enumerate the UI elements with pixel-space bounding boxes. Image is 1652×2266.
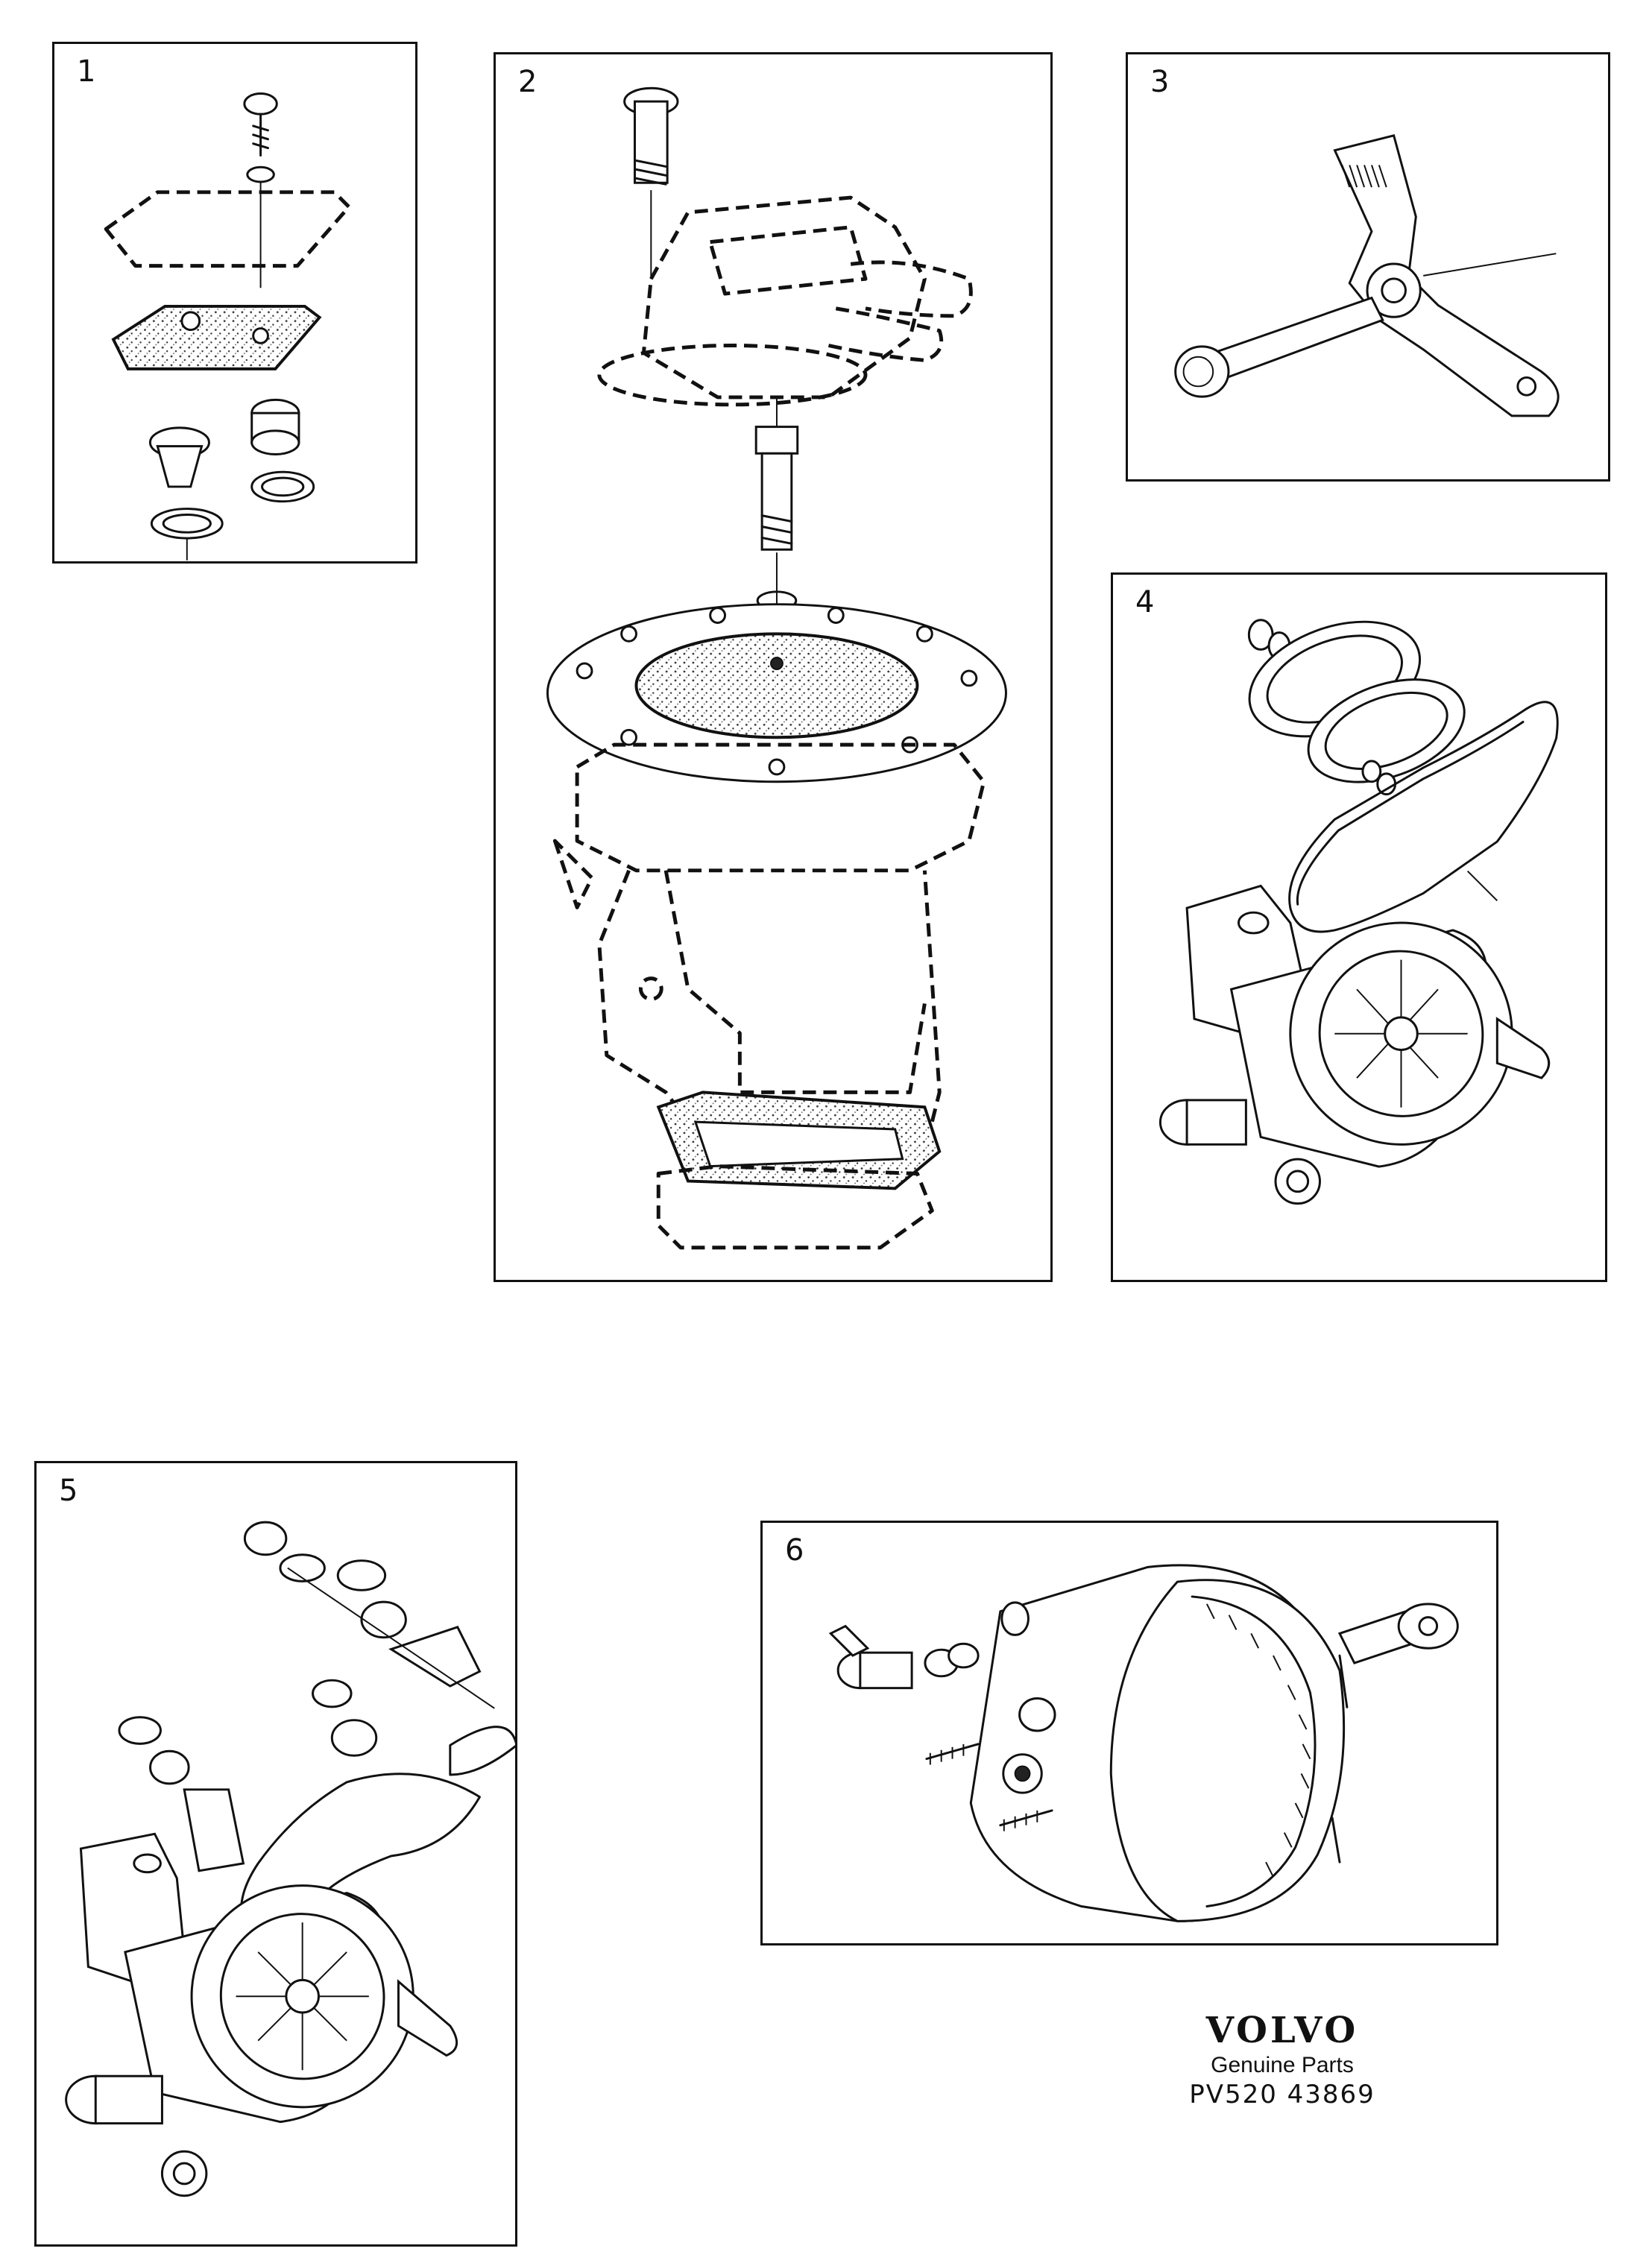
panel-3: 3 [1126, 52, 1610, 482]
brand-tagline: Genuine Parts [1211, 2053, 1354, 2077]
vacuum-pump-seal-diagram [1158, 619, 1559, 1205]
panel-number: 5 [59, 1474, 78, 1508]
panel-number: 3 [1150, 65, 1170, 99]
panel-2: 2 [494, 52, 1053, 1282]
brand-block: VOLVO Genuine Parts PV520 43869 [1163, 2013, 1402, 2109]
rocker-arm-pin-diagram [1174, 134, 1560, 417]
panel-1: 1 [52, 42, 417, 564]
panel-number: 6 [785, 1533, 804, 1568]
vacuum-pump-valve-diagram [65, 1521, 515, 2197]
pump-cover-valve-diagram [104, 92, 351, 561]
fuel-pump-assembly-diagram [546, 86, 1007, 1250]
panel-number: 1 [77, 54, 96, 89]
brake-servo-diagram [828, 1564, 1459, 1922]
panel-4: 4 [1111, 572, 1607, 1282]
part-code: PV520 43869 [1189, 2080, 1375, 2109]
panel-5: 5 [34, 1461, 517, 2247]
panel-number: 4 [1135, 585, 1155, 619]
panel-number: 2 [518, 65, 537, 99]
panel-6: 6 [760, 1521, 1498, 1945]
volvo-logo: VOLVO [1205, 2010, 1359, 2051]
